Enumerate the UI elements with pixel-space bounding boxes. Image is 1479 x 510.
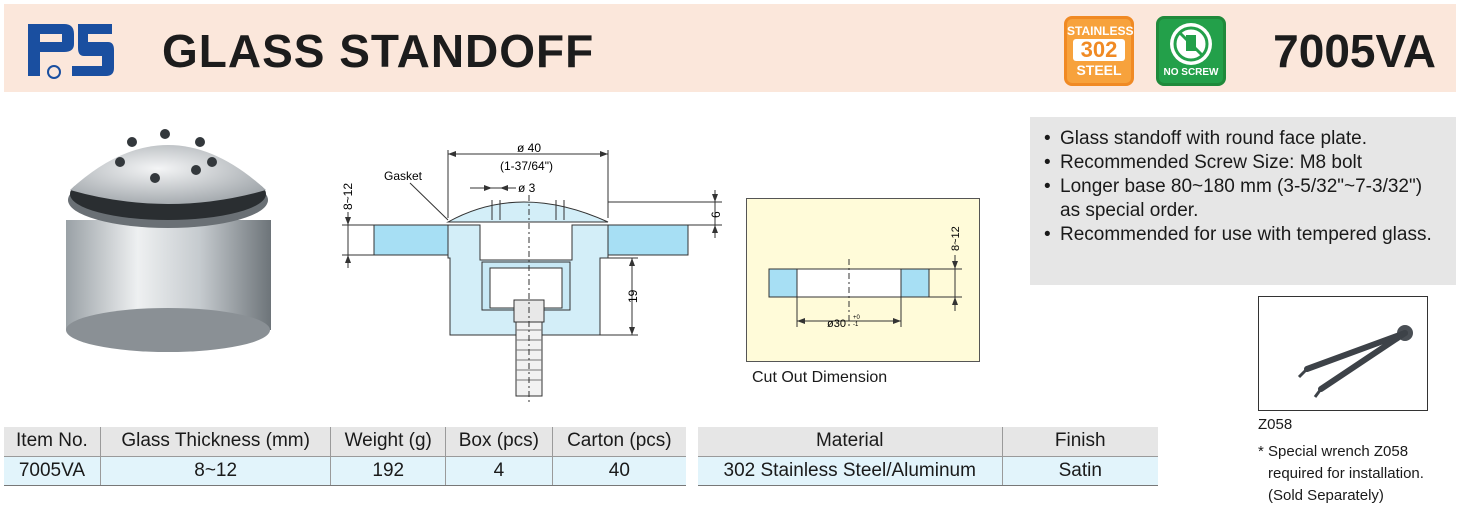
cutout-caption: Cut Out Dimension [752, 369, 888, 386]
feature-item: Glass standoff with round face plate. [1044, 127, 1444, 151]
dim-dia3: ø 3 [518, 181, 536, 195]
dim-dia40-inch: (1-37/64") [500, 159, 553, 173]
table-row: 302 Stainless Steel/Aluminum Satin [698, 456, 1158, 486]
feature-list: Glass standoff with round face plate. Re… [1030, 117, 1456, 285]
col-item-no: Item No. [4, 427, 101, 457]
no-screw-badge: NO SCREW [1156, 16, 1226, 86]
col-carton: Carton (pcs) [552, 427, 686, 457]
table-row: 7005VA 8~12 192 4 40 [4, 456, 686, 486]
ps-logo [24, 18, 116, 82]
dim-six: 6 [709, 211, 723, 218]
wrench-image [1258, 296, 1428, 411]
dim-thickness: 8~12 [341, 183, 355, 210]
table-header-row: Item No. Glass Thickness (mm) Weight (g)… [4, 427, 686, 457]
header-bar: GLASS STANDOFF STAINLESS 302 STEEL NO SC… [4, 4, 1456, 92]
no-screw-icon [1170, 23, 1212, 65]
cutout-tol-minus: -1 [853, 322, 859, 328]
wrench-code: Z058 [1258, 416, 1293, 433]
product-photo [66, 129, 271, 352]
feature-item: Longer base 80~180 mm (3-5/32"~7-3/32") … [1044, 175, 1444, 223]
gasket-label: Gasket [384, 169, 423, 183]
feature-item: Recommended for use with tempered glass. [1044, 223, 1444, 247]
wrench-note: * Special wrench Z058 required for insta… [1258, 443, 1424, 504]
feature-item: Recommended Screw Size: M8 bolt [1044, 151, 1444, 175]
col-glass-thickness: Glass Thickness (mm) [100, 427, 332, 457]
cutout-tol-plus: +0 [853, 315, 861, 321]
dim-nineteen: 19 [626, 289, 640, 303]
cutout-diagram: ø30 +0 -1 8~12 [746, 198, 980, 362]
table-header-row: Material Finish [698, 427, 1158, 457]
col-material: Material [698, 427, 1003, 457]
spec-table: Item No. Glass Thickness (mm) Weight (g)… [4, 427, 686, 486]
model-number: 7005VA [1273, 25, 1436, 77]
dim-dia40: ø 40 [517, 141, 541, 155]
col-weight: Weight (g) [330, 427, 447, 457]
technical-drawing: ø 40 (1-37/64") ø 3 Gasket 8~12 6 19 [341, 141, 723, 402]
page-title: GLASS STANDOFF [162, 25, 595, 77]
col-box: Box (pcs) [445, 427, 553, 457]
material-table: Material Finish 302 Stainless Steel/Alum… [698, 427, 1158, 486]
cutout-thickness: 8~12 [950, 226, 962, 251]
stainless-302-badge: STAINLESS 302 STEEL [1064, 16, 1134, 86]
col-finish: Finish [1002, 427, 1158, 457]
cutout-dia: ø30 [827, 318, 846, 330]
